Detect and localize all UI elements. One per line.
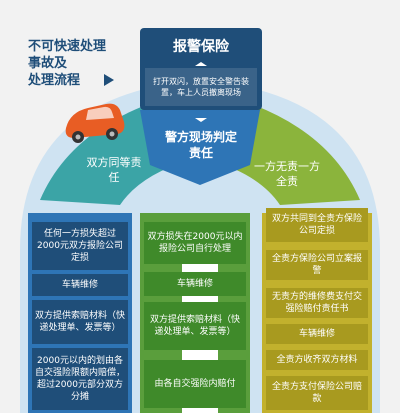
left-cell-bg (32, 222, 128, 270)
title-arrow-icon (104, 74, 114, 86)
right-step-2: 全责方保险公司立案报警 (271, 254, 362, 276)
right-branch-label: 一方无责一方全责 (254, 160, 320, 188)
middle-step-1: 双方损失在2000元以内报险公司自行处理 (147, 232, 243, 254)
left-cell-bg (32, 300, 128, 344)
right-cell-bg (266, 250, 368, 280)
top-box (140, 28, 262, 110)
right-cell-bg (266, 376, 368, 410)
left-step-2: 车辆维修 (61, 280, 98, 290)
top-instruction: 打开双闪，放置安全警告装置，车上人员撤离现场 (153, 77, 249, 97)
right-step-3: 无责方的维修费支付交强险赔付责任书 (271, 292, 362, 314)
left-step-4: 2000元以内的划由各自交强险限额内赔偿，超过2000元部分双方分摊 (34, 356, 125, 402)
title-line-1: 不可快速处理 (28, 39, 107, 54)
middle-step-4: 由各自交强险内赔付 (154, 379, 236, 389)
top-instruction-panel (145, 68, 257, 106)
right-step-1: 双方共同到全责方保险公司定损 (271, 214, 362, 236)
title-line-2: 事故及 (28, 56, 68, 71)
left-cell-bg (32, 274, 128, 296)
left-step-1: 任何一方损失超过2000元双方报险公司定损 (37, 229, 123, 263)
middle-cell-bg (144, 272, 246, 296)
middle-cell-bg (144, 222, 246, 264)
arrow-down-icon (195, 118, 207, 122)
middle-step-2: 车辆维修 (176, 279, 213, 289)
left-cell-bg (32, 348, 128, 410)
right-step-5: 全责方收齐双方材料 (276, 355, 358, 365)
right-cell-bg (266, 208, 368, 242)
middle-cell-bg (144, 302, 246, 350)
right-cell-bg (266, 324, 368, 344)
right-cell-bg (266, 350, 368, 370)
title-line-3: 处理流程 (28, 73, 81, 88)
car-icon (65, 103, 125, 143)
middle-cell-bg (144, 360, 246, 408)
right-step-6: 全责方支付保险公司赔款 (271, 382, 362, 404)
hub-shape (140, 110, 260, 185)
left-step-3: 双方提供索赔材料（快递处理单、发票等） (34, 311, 125, 333)
top-heading: 报警保险 (173, 39, 229, 55)
left-branch-label: 双方同等责任 (86, 156, 142, 184)
hub-label: 警方现场判定责任 (164, 130, 237, 160)
right-step-4: 车辆维修 (298, 329, 335, 339)
arrow-down-icon (195, 62, 207, 66)
right-cell-bg (266, 288, 368, 318)
middle-step-3: 双方提供索赔材料（快递处理单、发票等） (149, 315, 240, 337)
